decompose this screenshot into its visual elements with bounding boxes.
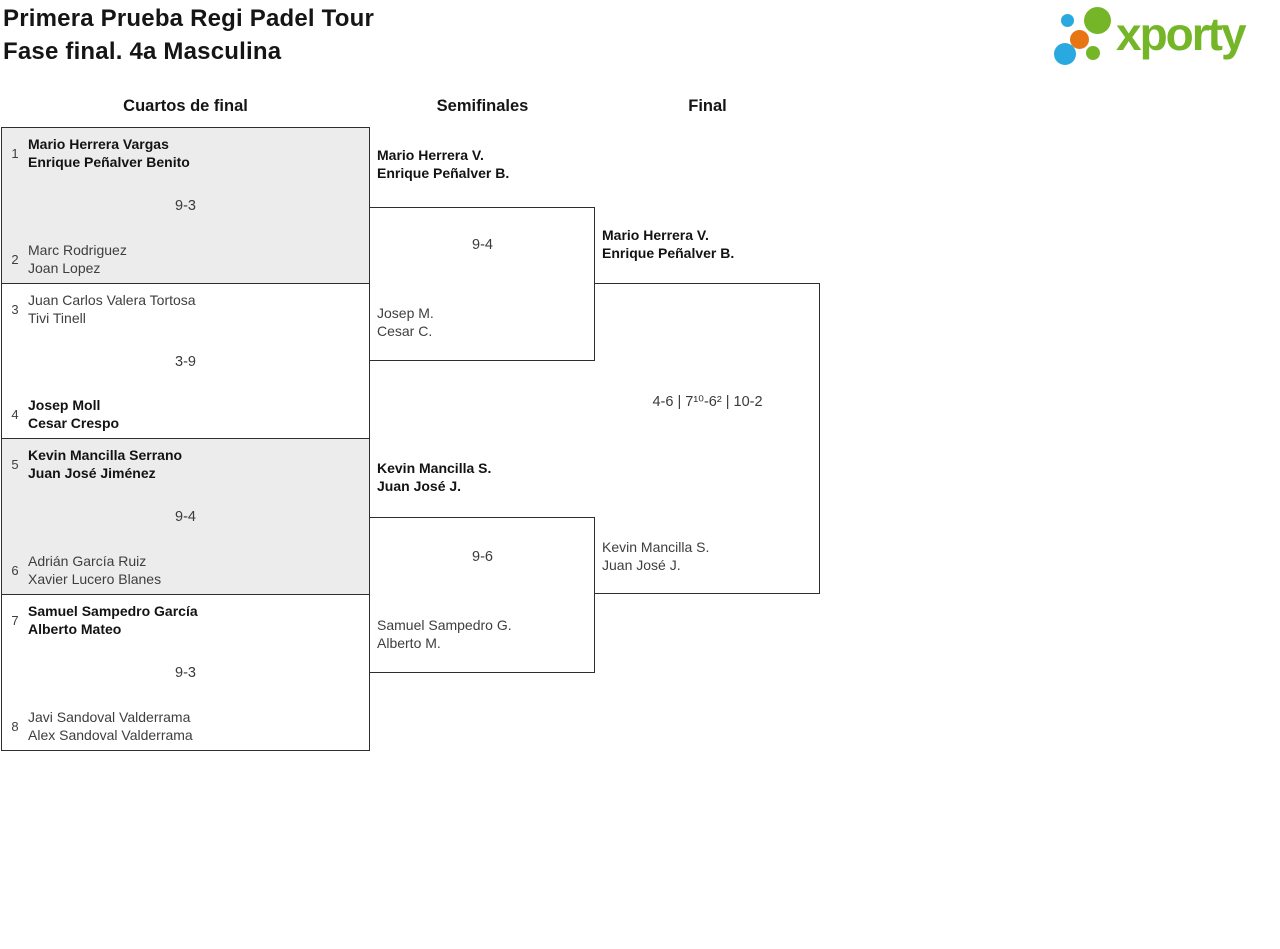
player-name: Kevin Mancilla S. xyxy=(602,539,710,555)
xporty-logo[interactable]: xporty xyxy=(1048,0,1278,72)
logo-dot-icon xyxy=(1070,30,1089,49)
seed-number: 2 xyxy=(11,251,19,267)
match-slot-top: 7 Samuel Sampedro García Alberto Mateo xyxy=(2,602,369,638)
player-name: Josep Moll xyxy=(28,397,101,413)
match-score: 3-9 xyxy=(175,353,196,370)
player-name: Mario Herrera V. xyxy=(602,227,709,243)
match-score: 9-4 xyxy=(472,237,493,253)
round-header-quarterfinals: Cuartos de final xyxy=(123,97,248,115)
player-name: Samuel Sampedro García xyxy=(28,603,198,619)
player-name: Alex Sandoval Valderrama xyxy=(28,727,193,743)
team-names: Kevin Mancilla Serrano Juan José Jiménez xyxy=(28,446,182,482)
match-semifinal-2 xyxy=(370,517,595,673)
match-slot-bottom: 4 Josep Moll Cesar Crespo xyxy=(2,396,369,432)
team-names: Javi Sandoval Valderrama Alex Sandoval V… xyxy=(28,708,193,744)
player-name: Juan Carlos Valera Tortosa xyxy=(28,292,196,308)
player-name: Enrique Peñalver Benito xyxy=(28,154,190,170)
player-name: Juan José J. xyxy=(377,478,462,494)
round-header-final: Final xyxy=(688,97,727,115)
tournament-name: Primera Prueba Regi Padel Tour xyxy=(3,5,375,32)
logo-wordmark: xporty xyxy=(1116,8,1247,60)
seed-number: 6 xyxy=(11,562,19,578)
match-slot-top: 3 Juan Carlos Valera Tortosa Tivi Tinell xyxy=(2,291,369,327)
match-score: 9-4 xyxy=(175,509,196,525)
player-name: Josep M. xyxy=(377,305,434,321)
team-names: Adrián García Ruiz Xavier Lucero Blanes xyxy=(28,552,161,588)
seed-number: 7 xyxy=(11,612,19,628)
logo-dot-icon xyxy=(1086,46,1100,60)
player-name: Cesar Crespo xyxy=(28,415,120,431)
player-name: Enrique Peñalver B. xyxy=(602,245,735,261)
logo-dot-icon xyxy=(1054,43,1076,65)
player-name: Alberto M. xyxy=(377,635,441,651)
seed-number: 3 xyxy=(11,301,19,317)
player-name: Xavier Lucero Blanes xyxy=(28,571,162,587)
team-names: Marc Rodriguez Joan Lopez xyxy=(28,241,127,277)
match-score: 4-6 | 7¹⁰-6² | 10-2 xyxy=(652,394,763,410)
match-semifinal-1 xyxy=(370,207,595,361)
player-name: Samuel Sampedro G. xyxy=(377,617,512,633)
phase-name: Fase final. 4a Masculina xyxy=(3,38,282,65)
match-score: 9-6 xyxy=(472,549,493,565)
match-quarterfinal-3: 5 Kevin Mancilla Serrano Juan José Jimén… xyxy=(1,438,370,595)
team-names: Mario Herrera Vargas Enrique Peñalver Be… xyxy=(28,135,190,171)
player-name: Adrián García Ruiz xyxy=(28,553,147,569)
player-name: Mario Herrera V. xyxy=(377,147,484,163)
match-score: 9-3 xyxy=(175,665,196,681)
team-names: Josep Moll Cesar Crespo xyxy=(28,396,119,432)
team-names: Mario Herrera V. Enrique Peñalver B. xyxy=(377,146,509,182)
logo-dot-icon xyxy=(1084,7,1111,34)
match-quarterfinal-1: 1 Mario Herrera Vargas Enrique Peñalver … xyxy=(1,127,370,284)
seed-number: 1 xyxy=(11,145,19,161)
match-slot-top: 1 Mario Herrera Vargas Enrique Peñalver … xyxy=(2,135,369,171)
player-name: Joan Lopez xyxy=(28,260,101,276)
team-names: Samuel Sampedro García Alberto Mateo xyxy=(28,602,198,638)
team-names: Juan Carlos Valera Tortosa Tivi Tinell xyxy=(28,291,196,327)
match-slot-bottom: 2 Marc Rodriguez Joan Lopez xyxy=(2,241,369,277)
page-title: Primera Prueba Regi Padel Tour Fase fina… xyxy=(3,2,374,68)
player-name: Mario Herrera Vargas xyxy=(28,136,169,152)
match-quarterfinal-2: 3 Juan Carlos Valera Tortosa Tivi Tinell… xyxy=(1,283,370,439)
logo-dot-icon xyxy=(1061,14,1074,27)
match-score: 9-3 xyxy=(175,198,196,214)
player-name: Juan José J. xyxy=(602,557,681,573)
team-names: Mario Herrera V. Enrique Peñalver B. xyxy=(602,226,734,262)
player-name: Javi Sandoval Valderrama xyxy=(28,709,191,725)
seed-number: 8 xyxy=(11,718,19,734)
seed-number: 5 xyxy=(11,456,19,472)
player-name: Juan José Jiménez xyxy=(28,465,156,481)
team-names: Samuel Sampedro G. Alberto M. xyxy=(377,616,512,652)
team-names: Kevin Mancilla S. Juan José J. xyxy=(602,538,709,574)
player-name: Alberto Mateo xyxy=(28,621,122,637)
match-quarterfinal-4: 7 Samuel Sampedro García Alberto Mateo 9… xyxy=(1,594,370,751)
player-name: Enrique Peñalver B. xyxy=(377,165,510,181)
match-slot-top: 5 Kevin Mancilla Serrano Juan José Jimén… xyxy=(2,446,369,482)
team-names: Josep M. Cesar C. xyxy=(377,304,434,340)
match-slot-bottom: 6 Adrián García Ruiz Xavier Lucero Blane… xyxy=(2,552,369,588)
team-names: Kevin Mancilla S. Juan José J. xyxy=(377,459,491,495)
round-header-semifinals: Semifinales xyxy=(436,97,529,115)
player-name: Tivi Tinell xyxy=(28,310,86,326)
player-name: Cesar C. xyxy=(377,323,433,339)
seed-number: 4 xyxy=(11,406,19,422)
player-name: Kevin Mancilla Serrano xyxy=(28,447,183,463)
player-name: Marc Rodriguez xyxy=(28,242,127,258)
player-name: Kevin Mancilla S. xyxy=(377,460,492,476)
match-final xyxy=(595,283,820,594)
match-slot-bottom: 8 Javi Sandoval Valderrama Alex Sandoval… xyxy=(2,708,369,744)
